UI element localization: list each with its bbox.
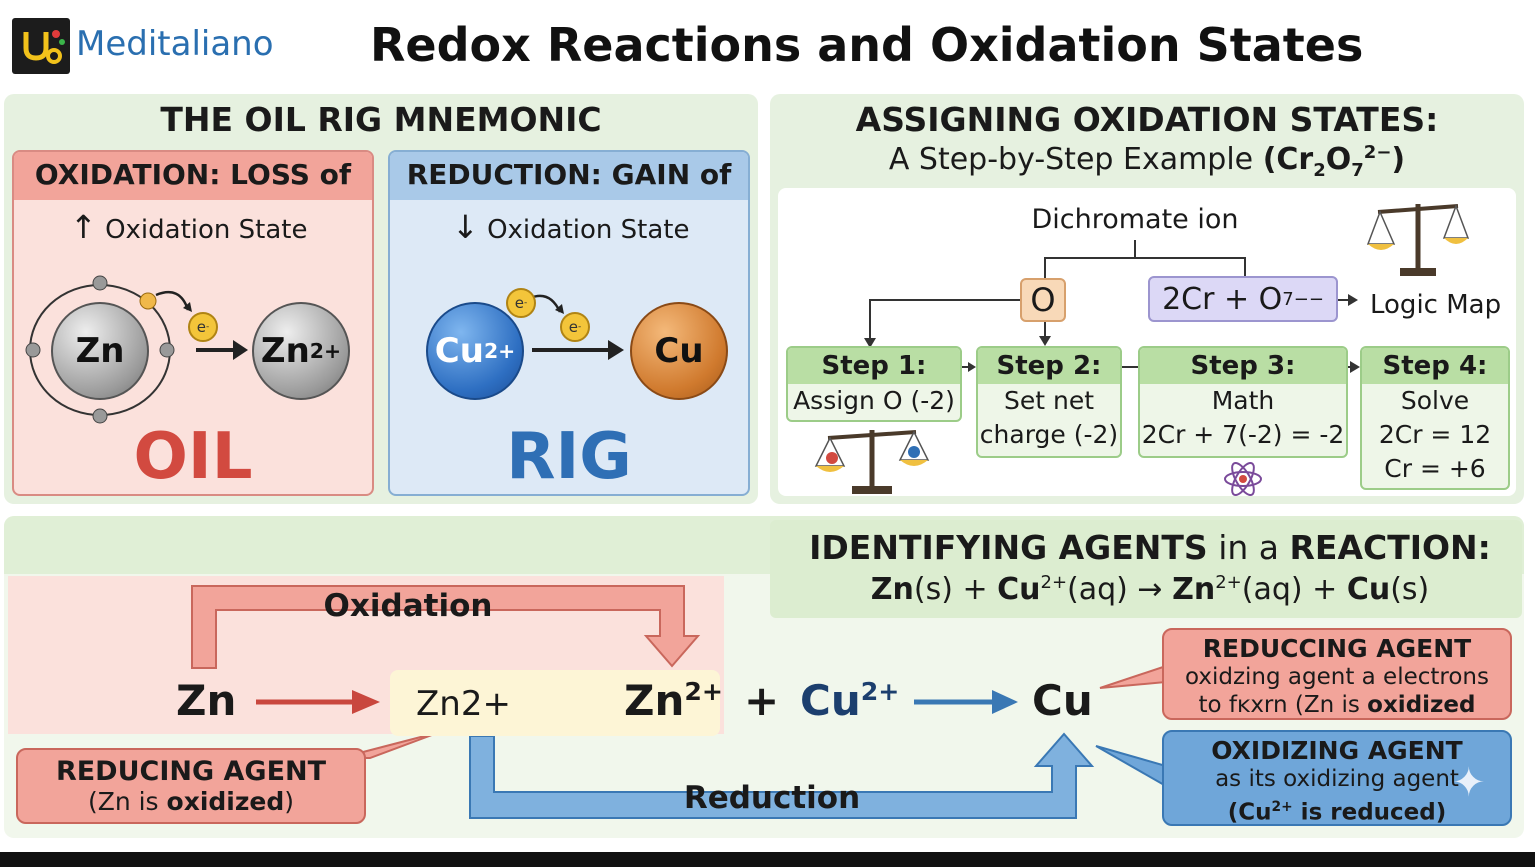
agents-heading: IDENTIFYING AGENTS in a REACTION:	[809, 528, 1491, 567]
zn-ion-product: Zn2+	[624, 676, 723, 725]
logic-map-label: Logic Map	[1370, 290, 1502, 320]
step-4-line: 2Cr = 12	[1378, 420, 1492, 449]
oxidation-atom-diagram	[25, 275, 248, 424]
step-3-line: 2Cr + 7(-2) = -2	[1141, 420, 1345, 449]
electron-icon: e-	[506, 288, 536, 318]
oxidizing-agent-callout: OXIDIZING AGENT as its oxidizing agent (…	[1162, 730, 1512, 826]
balance-scale-icon	[814, 430, 930, 494]
step-3-title: Step 3:	[1140, 348, 1346, 384]
step-1-card: Step 1: Assign O (-2)	[786, 346, 962, 422]
oil-word: OIL	[133, 420, 253, 494]
oxidation-states-heading: ASSIGNING OXIDATION STATES:	[855, 100, 1439, 139]
step-3-line: Math	[1211, 386, 1275, 415]
zn-ion-plain: Zn2+	[416, 684, 511, 724]
reducing-agent-right-title: REDUCCING AGENT	[1202, 634, 1472, 663]
oxidation-card-title: OXIDATION: LOSS of	[34, 158, 352, 191]
cu-atom: Cu	[630, 302, 728, 400]
reducing-agent-callout: REDUCING AGENT (Zn is oxidized)	[16, 748, 366, 824]
step-1-line: Assign O (-2)	[793, 386, 955, 415]
brand-logo-icon	[12, 18, 70, 74]
oxidizing-agent-title: OXIDIZING AGENT	[1211, 736, 1463, 765]
balance-scale-icon	[1366, 203, 1470, 276]
bottom-bar	[0, 852, 1535, 867]
reducing-agent-text: (Zn is oxidized)	[87, 787, 295, 816]
step-4-line: Cr = +6	[1384, 454, 1486, 483]
page-title: Redox Reactions and Oxidation States	[370, 18, 1364, 72]
zn-atom: Zn	[51, 302, 149, 400]
step-3-card: Step 3: Math 2Cr + 7(-2) = -2	[1138, 346, 1348, 458]
reducing-agent-right-line2: to fĸхrn (Zn is oxidized	[1198, 692, 1476, 718]
oxygen-node: O	[1020, 278, 1066, 322]
reduction-arrow-label: Reduction	[683, 780, 861, 816]
brand-name: Meditaliano	[76, 24, 274, 64]
reaction-equation: Zn(s) + Cu2+(aq) → Zn2+(aq) + Cu(s)	[870, 572, 1430, 607]
cu-ion-reactant: Cu2+	[800, 676, 900, 725]
reduction-card-title: REDUCTION: GAIN of	[406, 158, 732, 191]
step-2-card: Step 2: Set net charge (-2)	[976, 346, 1122, 458]
oxidizing-agent-line1: as its oxidizing agent	[1215, 766, 1459, 792]
oxidation-arrow-label: Oxidation	[323, 588, 493, 624]
logic-map-connectors	[864, 240, 1360, 373]
arrow-up-icon: ↑	[70, 208, 97, 246]
step-2-line: charge (-2)	[979, 420, 1119, 449]
reduction-card-header	[390, 152, 748, 200]
dichromate-root-label: Dichromate ion	[1031, 204, 1239, 235]
step-4-line: Solve	[1400, 386, 1470, 415]
step-2-line: Set net	[1003, 386, 1095, 415]
step-4-title: Step 4:	[1362, 348, 1508, 384]
sparkle-icon: ✦	[1452, 760, 1486, 806]
step-4-card: Step 4: Solve 2Cr = 12 Cr = +6	[1360, 346, 1510, 490]
reducing-agent-right-line1: oxidzing agent a electrons	[1184, 664, 1489, 690]
zn-reactant: Zn	[176, 676, 237, 725]
electron-icon: e-	[188, 312, 218, 342]
oxidation-states-subheading: A Step-by-Step Example (Cr2O72−)	[888, 142, 1406, 181]
arrow-down-icon: ↓	[452, 208, 479, 246]
oxidizing-agent-line2: (Cu2+ is reduced)	[1227, 799, 1447, 826]
rig-word: RIG	[506, 420, 632, 494]
step-2-title: Step 2:	[978, 348, 1120, 384]
reduction-subtitle: ↓ Oxidation State	[452, 208, 690, 246]
oxidation-card-header	[14, 152, 372, 200]
cu-product: Cu	[1032, 676, 1093, 725]
oxidation-subtitle: ↑ Oxidation State	[70, 208, 308, 246]
plus-sign: +	[744, 676, 780, 725]
agents-heading-box	[770, 520, 1522, 618]
oil-rig-heading: THE OIL RIG MNEMONIC	[160, 100, 602, 139]
electron-icon: e-	[560, 312, 590, 342]
atom-icon	[1224, 462, 1262, 496]
zinc-highlight	[390, 670, 720, 736]
reducing-agent-title: REDUCING AGENT	[55, 756, 327, 787]
reducing-agent-callout-right: REDUCCING AGENT oxidzing agent a electro…	[1162, 628, 1512, 720]
step-1-title: Step 1:	[788, 348, 960, 384]
